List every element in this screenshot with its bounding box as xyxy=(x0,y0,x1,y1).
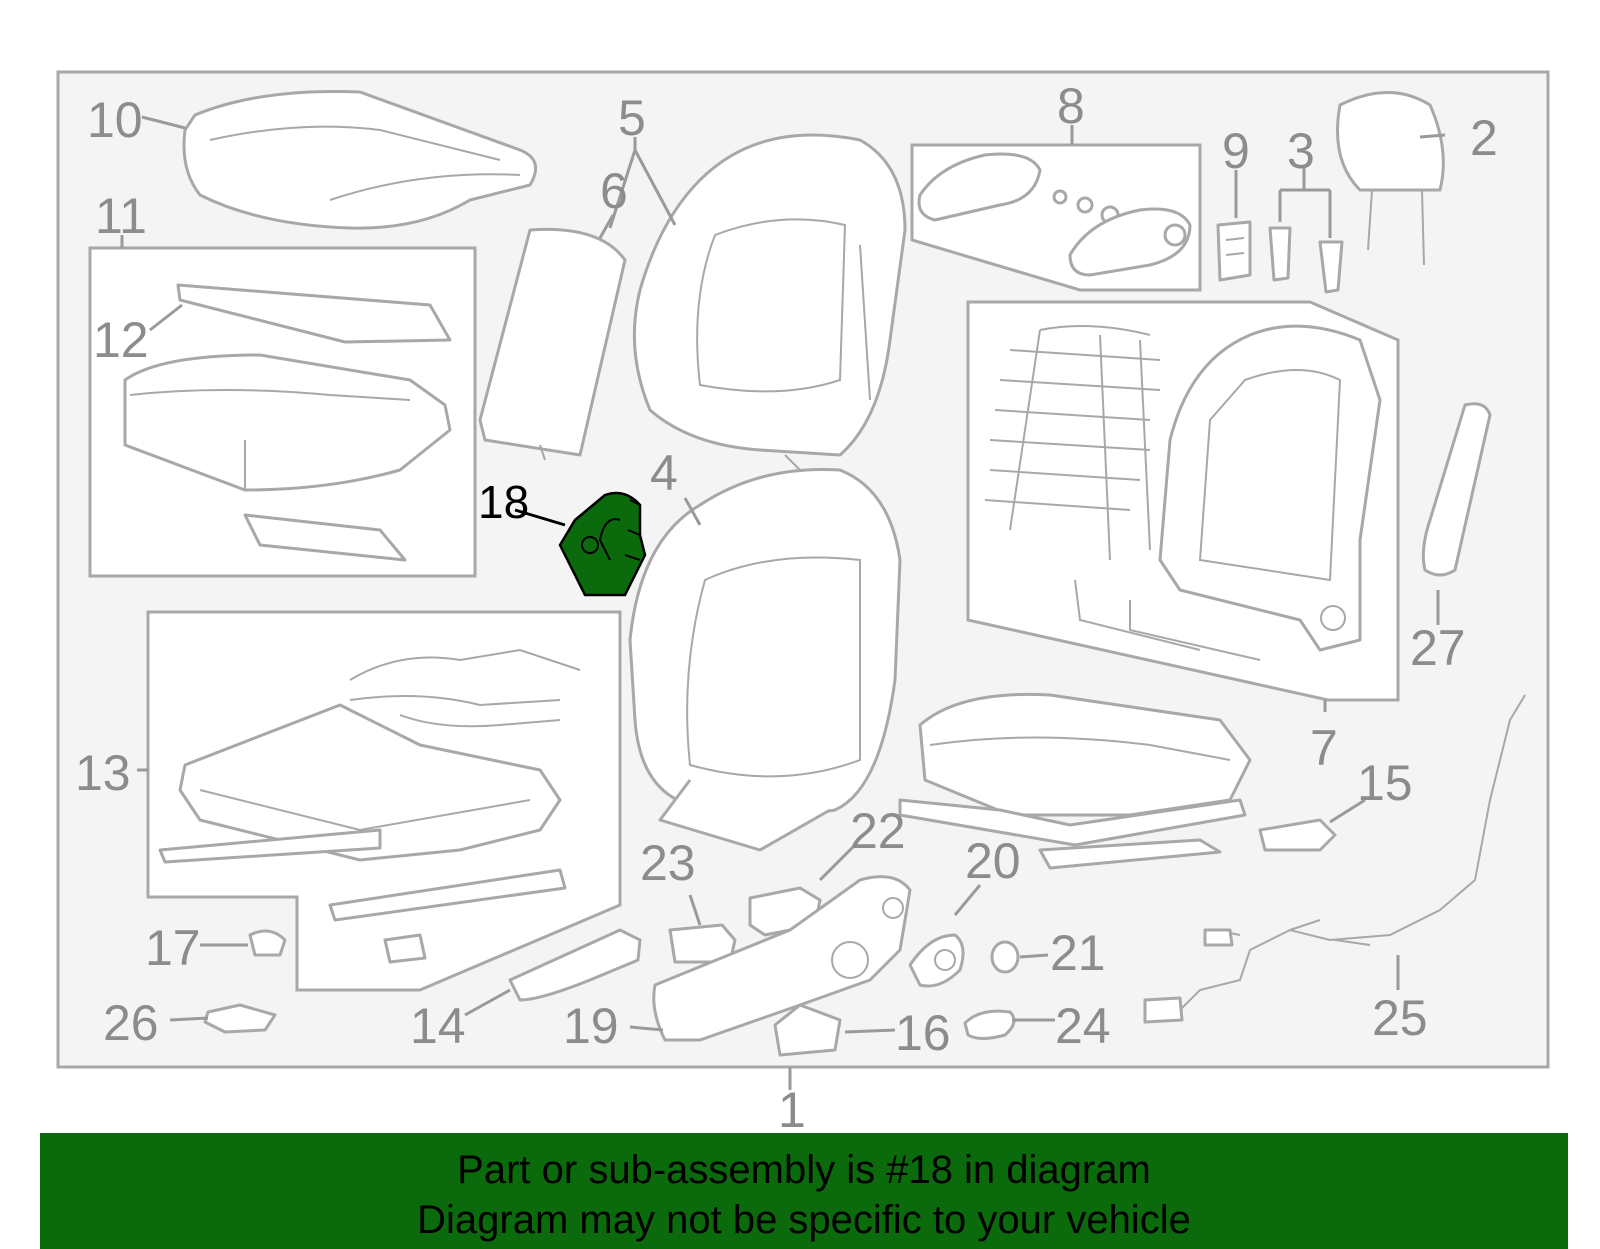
part-6-back-panel xyxy=(478,227,627,461)
banner-line-2: Diagram may not be specific to your vehi… xyxy=(417,1198,1191,1242)
callout-1: 1 xyxy=(778,1082,806,1138)
callout-21: 21 xyxy=(1050,925,1106,981)
part-11-cushion-box xyxy=(88,235,477,578)
callout-26: 26 xyxy=(103,995,159,1051)
part-18-highlighted xyxy=(558,491,647,597)
part-13-track-box xyxy=(137,610,622,992)
callout-14: 14 xyxy=(410,998,466,1054)
callout-9: 9 xyxy=(1222,123,1250,179)
part-5-seatback-cover xyxy=(632,133,907,471)
part-17-clip xyxy=(248,929,287,957)
seat-cushion-assembly xyxy=(898,692,1252,870)
part-8-armrest-box xyxy=(910,125,1202,292)
part-15-module xyxy=(1258,818,1337,852)
part-23-switch xyxy=(668,923,737,964)
callout-18: 18 xyxy=(478,476,529,528)
callout-4: 4 xyxy=(650,445,678,501)
part-27-side-trim xyxy=(1421,402,1492,625)
callout-20: 20 xyxy=(965,833,1021,889)
callout-3: 3 xyxy=(1287,123,1315,179)
part-7-frame-box xyxy=(966,300,1400,712)
callout-12: 12 xyxy=(93,312,149,368)
callout-24: 24 xyxy=(1055,998,1111,1054)
part-24-plug xyxy=(963,1009,1016,1040)
part-25-harness xyxy=(1143,694,1526,1024)
leader-lines xyxy=(141,115,1446,1034)
callout-25: 25 xyxy=(1372,990,1428,1046)
part-14-trim xyxy=(508,928,642,1002)
callout-labels: 1 2 3 4 5 6 7 8 9 10 11 12 13 14 15 16 1… xyxy=(75,78,1498,1138)
callout-15: 15 xyxy=(1357,755,1413,811)
banner-line-1: Part or sub-assembly is #18 in diagram xyxy=(457,1148,1151,1192)
callout-17: 17 xyxy=(145,920,201,976)
callout-27: 27 xyxy=(1410,620,1466,676)
part-21-cap xyxy=(990,940,1020,974)
callout-23: 23 xyxy=(640,835,696,891)
callout-22: 22 xyxy=(850,803,906,859)
callout-8: 8 xyxy=(1057,78,1085,134)
callout-11: 11 xyxy=(95,188,147,244)
callout-7: 7 xyxy=(1310,720,1338,776)
part-3-guides xyxy=(1268,168,1344,294)
callout-19: 19 xyxy=(563,998,619,1054)
callout-10: 10 xyxy=(87,92,143,148)
callout-5: 5 xyxy=(618,90,646,146)
part-2-headrest xyxy=(1336,91,1445,266)
part-18-leader xyxy=(514,508,566,527)
callout-13: 13 xyxy=(75,745,131,801)
part-4-seatback xyxy=(628,467,902,852)
part-26-cover xyxy=(203,1003,277,1034)
callout-16: 16 xyxy=(895,1005,951,1061)
part-9-bracket xyxy=(1216,170,1252,282)
part-16-bracket xyxy=(773,1003,842,1057)
part-20-knob xyxy=(908,933,965,988)
part-19-side-shield xyxy=(652,875,912,1042)
info-banner: Part or sub-assembly is #18 in diagram D… xyxy=(40,1133,1568,1249)
part-10-cushion-cover xyxy=(182,89,538,230)
callout-2: 2 xyxy=(1470,110,1498,166)
callout-6: 6 xyxy=(600,163,628,219)
